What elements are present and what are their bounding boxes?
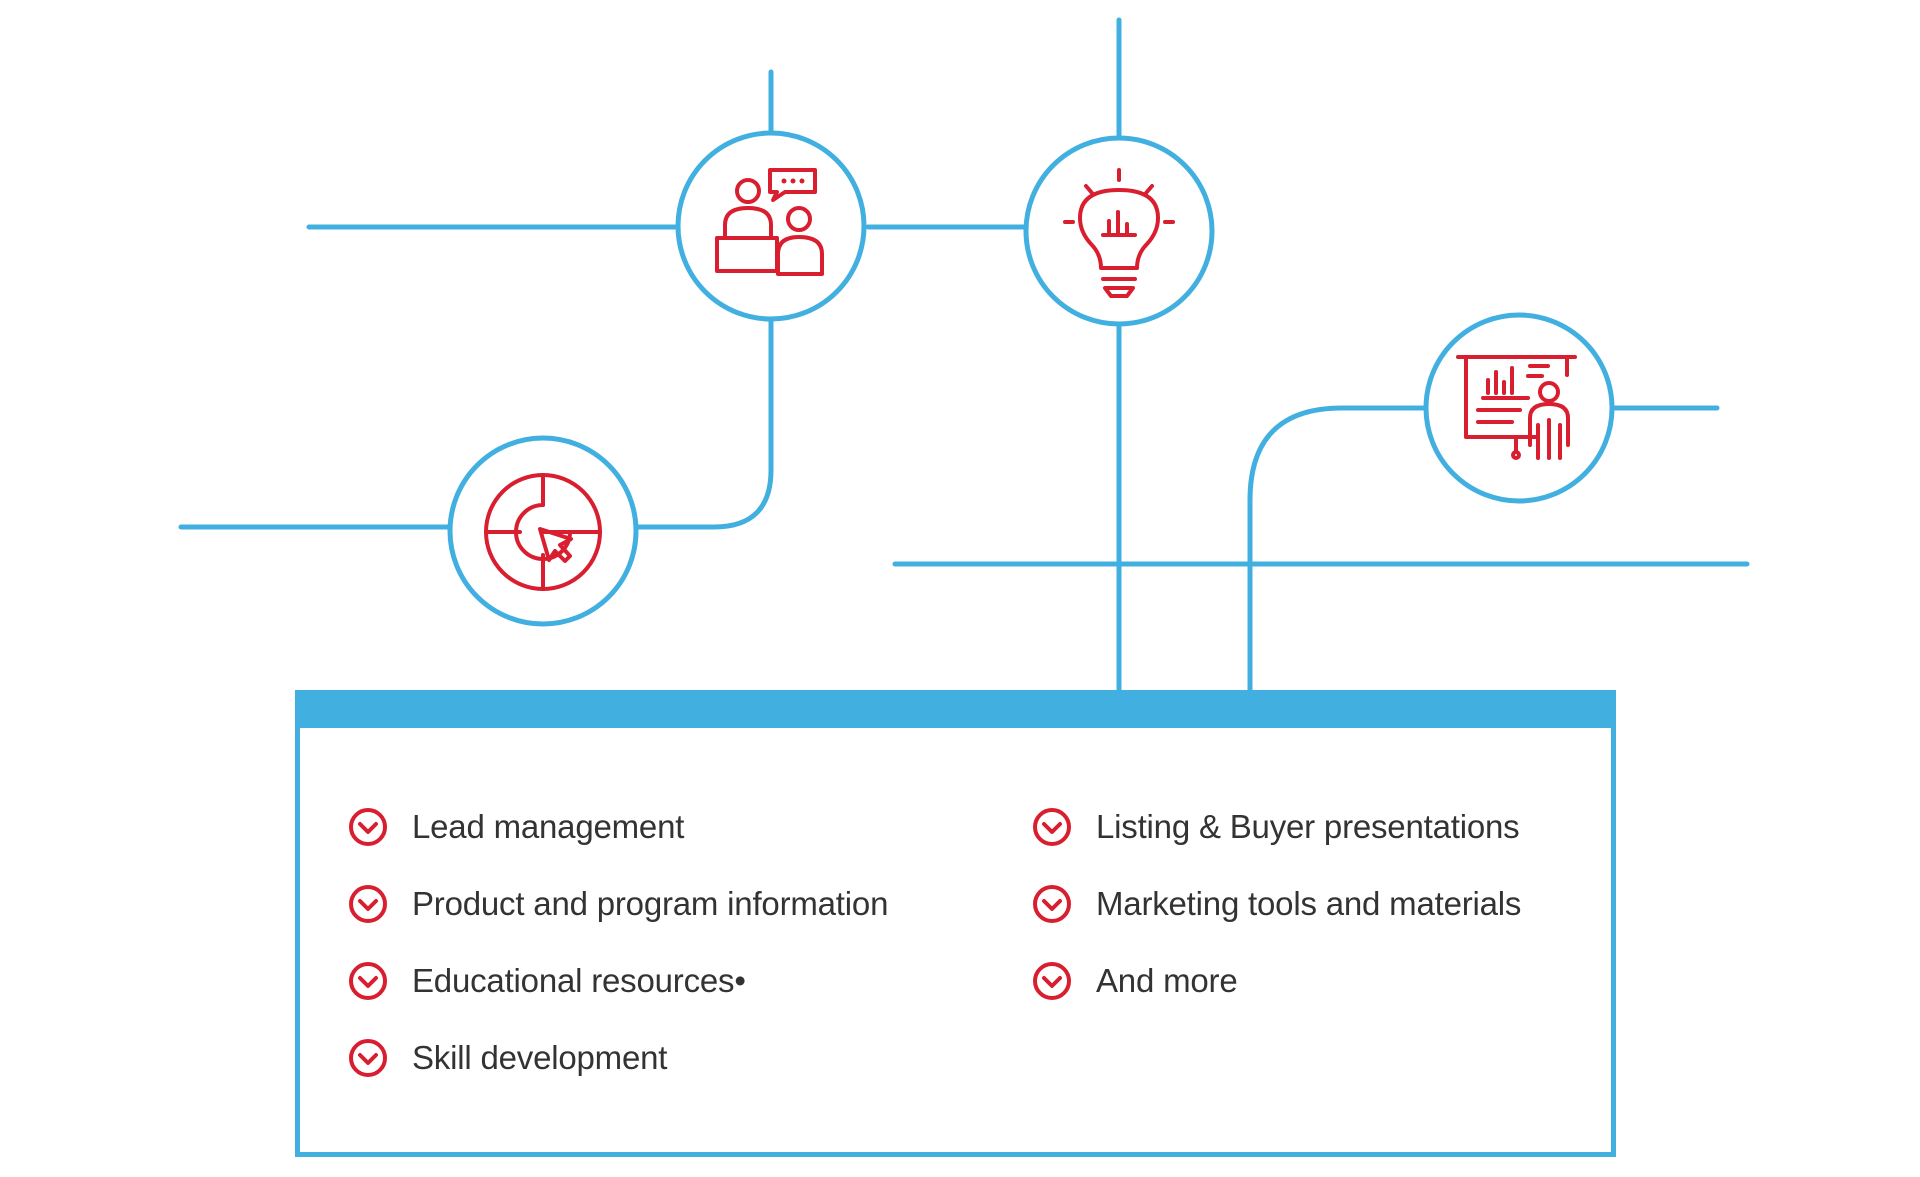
chevron-down-circle-icon — [1033, 962, 1071, 1000]
chevron-down-circle-icon — [349, 1039, 387, 1077]
chevron-down-circle-icon — [349, 808, 387, 846]
lightbulb-chart-icon — [1063, 168, 1175, 298]
feature-label: Product and program information — [412, 885, 889, 922]
feature-list-right: Listing & Buyer presentations Marketing … — [1032, 808, 1521, 1039]
feature-label: And more — [1096, 962, 1238, 999]
list-item: Skill development — [348, 1039, 888, 1077]
list-item: Lead management — [348, 808, 888, 846]
node-presenter — [1423, 312, 1615, 504]
feature-list-left: Lead management Product and program info… — [348, 808, 888, 1116]
chevron-down-circle-icon — [1033, 808, 1071, 846]
list-item: And more — [1032, 962, 1521, 1000]
target-cursor-icon — [484, 473, 602, 591]
node-people — [675, 130, 867, 322]
chevron-down-circle-icon — [349, 885, 387, 923]
feature-label: Marketing tools and materials — [1096, 885, 1522, 922]
list-item: Listing & Buyer presentations — [1032, 808, 1521, 846]
node-target — [447, 435, 639, 627]
list-item: Educational resources• — [348, 962, 888, 1000]
feature-label: Educational resources• — [412, 962, 746, 999]
chevron-down-circle-icon — [1033, 885, 1071, 923]
presenter-board-icon — [1456, 355, 1577, 460]
two-people-chat-icon — [715, 168, 824, 276]
line-presenter-to-panel — [1247, 405, 1429, 693]
feature-panel: Lead management Product and program info… — [295, 690, 1616, 1157]
chevron-down-circle-icon — [349, 962, 387, 1000]
line-people-to-target — [634, 317, 774, 530]
list-item: Marketing tools and materials — [1032, 885, 1521, 923]
connector-lines — [178, 17, 1750, 693]
node-lightbulb — [1023, 135, 1215, 327]
feature-label: Lead management — [412, 808, 685, 845]
feature-label: Listing & Buyer presentations — [1096, 808, 1520, 845]
panel-header-bar — [295, 690, 1616, 728]
feature-label: Skill development — [412, 1039, 668, 1076]
list-item: Product and program information — [348, 885, 888, 923]
